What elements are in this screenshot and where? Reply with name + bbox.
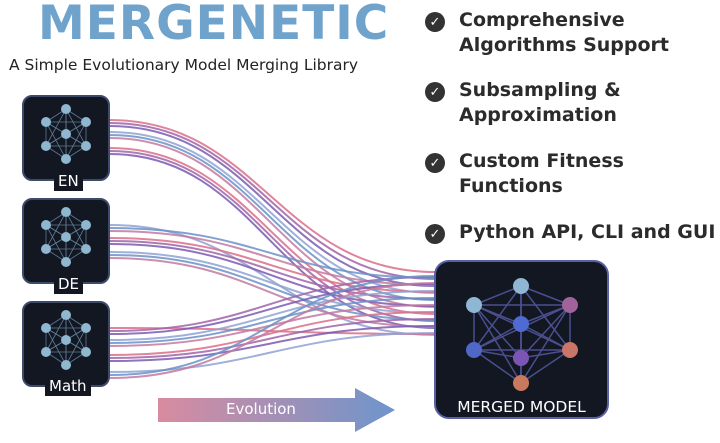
network-node [513,316,529,332]
network-node [562,342,578,358]
connection-curve [109,275,436,376]
network-node [61,257,71,267]
check-circle-icon: ✓ [425,153,445,173]
feature-item: ✓ Python API, CLI and GUI [425,220,719,245]
network-node [81,141,91,151]
model-label-de: DE [54,275,84,294]
model-box-math [22,301,110,387]
model-box-de [22,198,110,284]
connection-curve [109,297,436,344]
connection-curve [109,237,436,293]
network-node [513,278,529,294]
network-node [466,297,482,313]
connection-curve [109,251,436,314]
network-node [81,117,91,127]
evolution-label: Evolution [226,400,296,418]
network-node [61,129,71,139]
network-node [61,207,71,217]
network-node [61,335,71,345]
connection-curve [109,257,436,328]
network-node [41,141,51,151]
merged-network-icon [466,278,578,391]
network-node [61,310,71,320]
feature-label: Subsampling & Approximation [459,79,621,126]
connection-curve [109,150,436,322]
connection-curve [109,240,436,300]
check-circle-icon: ✓ [425,224,445,244]
connection-curve [109,230,436,286]
connection-curve [109,282,436,379]
evolution-arrow [158,388,395,432]
feature-item: ✓ Subsampling & Approximation [425,78,719,128]
connection-curve [109,254,436,321]
network-node [466,342,482,358]
merged-model-label: MERGED MODEL [457,398,586,416]
connection-curve [109,283,436,335]
network-node [61,154,71,164]
connection-curve [109,119,436,273]
network-node [81,323,91,333]
model-box-en [22,95,110,181]
network-node [41,323,51,333]
model-label-en: EN [54,172,83,191]
network-node [41,347,51,357]
network-node [41,244,51,254]
connection-curve [109,325,436,362]
network-node [81,347,91,357]
network-node [81,244,91,254]
connection-curve [109,243,436,307]
feature-label: Custom Fitness Functions [459,150,624,197]
connection-curve [109,137,436,308]
model-label-math: Math [45,377,91,396]
network-node [513,375,529,391]
connection-curve [109,227,436,279]
feature-item: ✓ Custom Fitness Functions [425,149,719,199]
connection-curve [109,318,436,359]
network-node [61,232,71,242]
network-node [41,220,51,230]
network-node [61,104,71,114]
merge-connections [109,119,436,379]
feature-label: Python API, CLI and GUI [459,221,716,243]
connection-curve [109,131,436,294]
connection-curve [109,290,436,341]
feature-label: Comprehensive Algorithms Support [459,9,670,56]
check-circle-icon: ✓ [425,12,445,32]
network-node [61,360,71,370]
connection-curve [109,153,436,329]
connection-curve [109,276,436,332]
feature-item: ✓ Comprehensive Algorithms Support [425,8,719,58]
connection-curve [109,122,436,280]
network-node [81,220,91,230]
network-node [562,297,578,313]
app-title: MERGENETIC [38,0,390,51]
network-node [41,117,51,127]
connection-curve [109,125,436,287]
connection-curve [109,134,436,301]
connection-curve [109,147,436,315]
network-node [513,350,529,366]
check-circle-icon: ✓ [425,82,445,102]
connection-curve [109,311,436,356]
app-subtitle: A Simple Evolutionary Model Merging Libr… [9,56,359,74]
